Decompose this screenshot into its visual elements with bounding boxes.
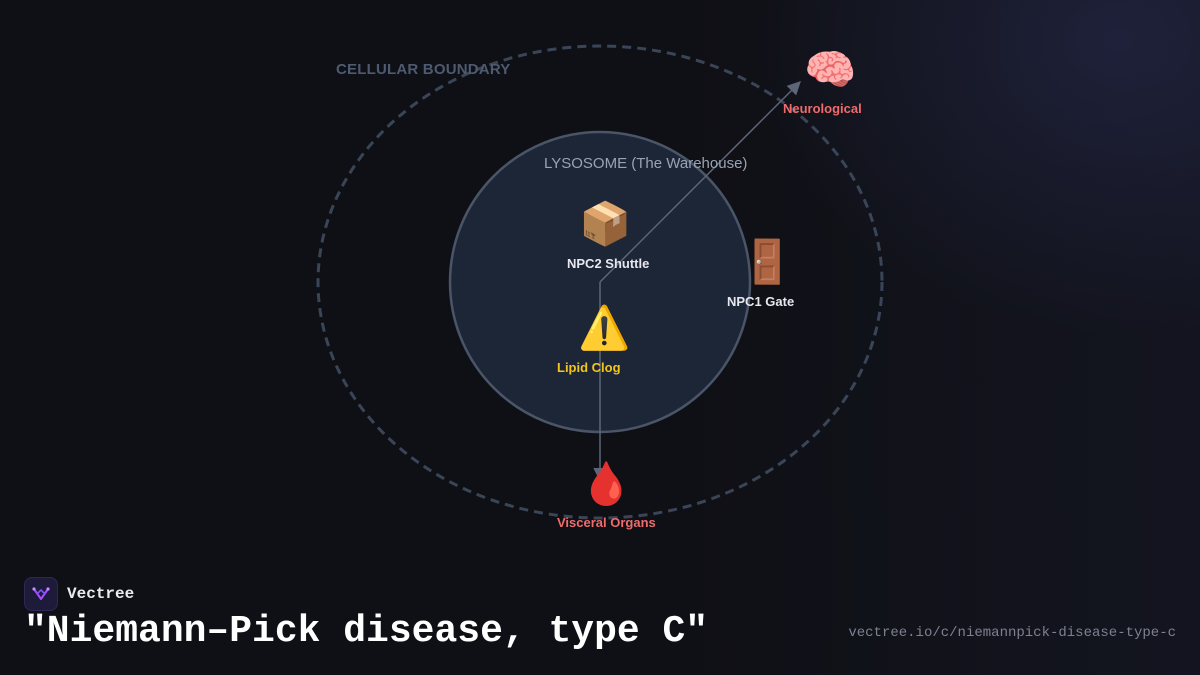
warning-icon: ⚠️ [578, 303, 631, 352]
brand[interactable]: Vectree [24, 577, 134, 611]
brain-icon: 🧠 [804, 45, 857, 94]
vectree-logo-icon [24, 577, 58, 611]
page-title: "Niemann–Pick disease, type C" [24, 610, 709, 653]
brand-name: Vectree [67, 585, 135, 603]
door-icon: 🚪 [741, 237, 794, 286]
cellular-boundary [316, 44, 884, 520]
neurological-label: Neurological [783, 101, 862, 116]
source-url[interactable]: vectree.io/c/niemannpick-disease-type-c [848, 625, 1176, 641]
lipid-clog-label: Lipid Clog [557, 360, 621, 375]
visceral-organs-label: Visceral Organs [557, 515, 656, 530]
package-icon: 📦 [579, 199, 632, 248]
cellular-boundary-label: CELLULAR BOUNDARY [336, 61, 511, 78]
npc1-gate-label: NPC1 Gate [727, 294, 795, 309]
connector-neurological [599, 81, 801, 283]
blood-drop-icon: 🩸 [580, 459, 633, 508]
npc2-shuttle-label: NPC2 Shuttle [567, 256, 650, 271]
lysosome-label: LYSOSOME (The Warehouse) [544, 155, 748, 172]
